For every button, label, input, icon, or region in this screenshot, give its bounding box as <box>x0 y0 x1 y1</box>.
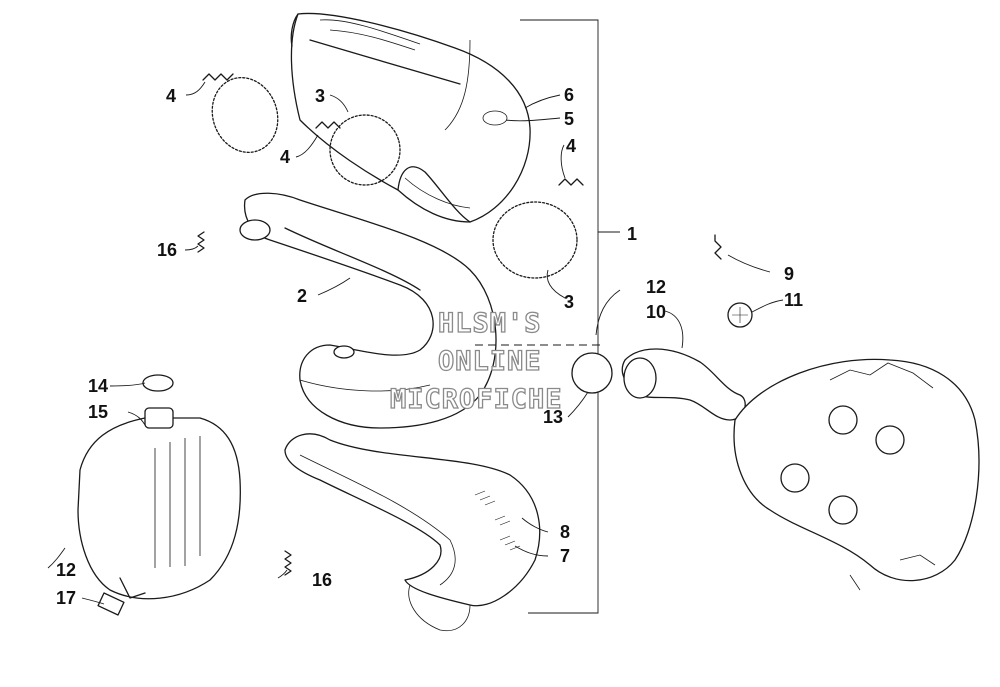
silencer <box>77 374 241 616</box>
callout-1: 1 <box>627 224 637 244</box>
callout-4: 4 <box>280 147 290 167</box>
callout-7: 7 <box>560 546 570 566</box>
assembly-bracket <box>520 19 620 614</box>
exhaust-pipe <box>239 192 497 429</box>
callout-4: 4 <box>566 136 576 156</box>
callout-3: 3 <box>564 292 574 312</box>
callout-16: 16 <box>312 570 332 590</box>
heat-shield <box>284 433 541 632</box>
callouts: 1 2 3 3 4 4 4 5 6 7 8 9 10 11 12 12 13 1… <box>56 85 803 608</box>
callout-16: 16 <box>157 240 177 260</box>
springs <box>202 73 584 186</box>
springs-16 <box>197 231 292 576</box>
watermark: HLSM'S ONLINE MICROFICHE <box>389 307 563 415</box>
callout-12: 12 <box>56 560 76 580</box>
callout-17: 17 <box>56 588 76 608</box>
callout-11: 11 <box>784 290 803 310</box>
spring-clamps <box>211 77 578 279</box>
watermark-line-2: ONLINE <box>438 346 542 377</box>
upper-muffler <box>290 12 531 223</box>
callout-12: 12 <box>646 277 666 297</box>
watermark-line-1: HLSM'S <box>438 308 542 339</box>
callout-2: 2 <box>297 286 307 306</box>
callout-9: 9 <box>784 264 794 284</box>
callout-10: 10 <box>646 302 666 322</box>
engine <box>733 358 980 591</box>
watermark-line-3: MICROFICHE <box>390 384 563 415</box>
callout-6: 6 <box>564 85 574 105</box>
callout-15: 15 <box>88 402 108 422</box>
callout-13: 13 <box>543 407 563 427</box>
callout-8: 8 <box>560 522 570 542</box>
callout-3: 3 <box>315 86 325 106</box>
manifold <box>571 234 753 421</box>
callout-14: 14 <box>88 376 108 396</box>
leader-lines <box>47 81 784 605</box>
callout-5: 5 <box>564 109 574 129</box>
callout-4: 4 <box>166 86 176 106</box>
